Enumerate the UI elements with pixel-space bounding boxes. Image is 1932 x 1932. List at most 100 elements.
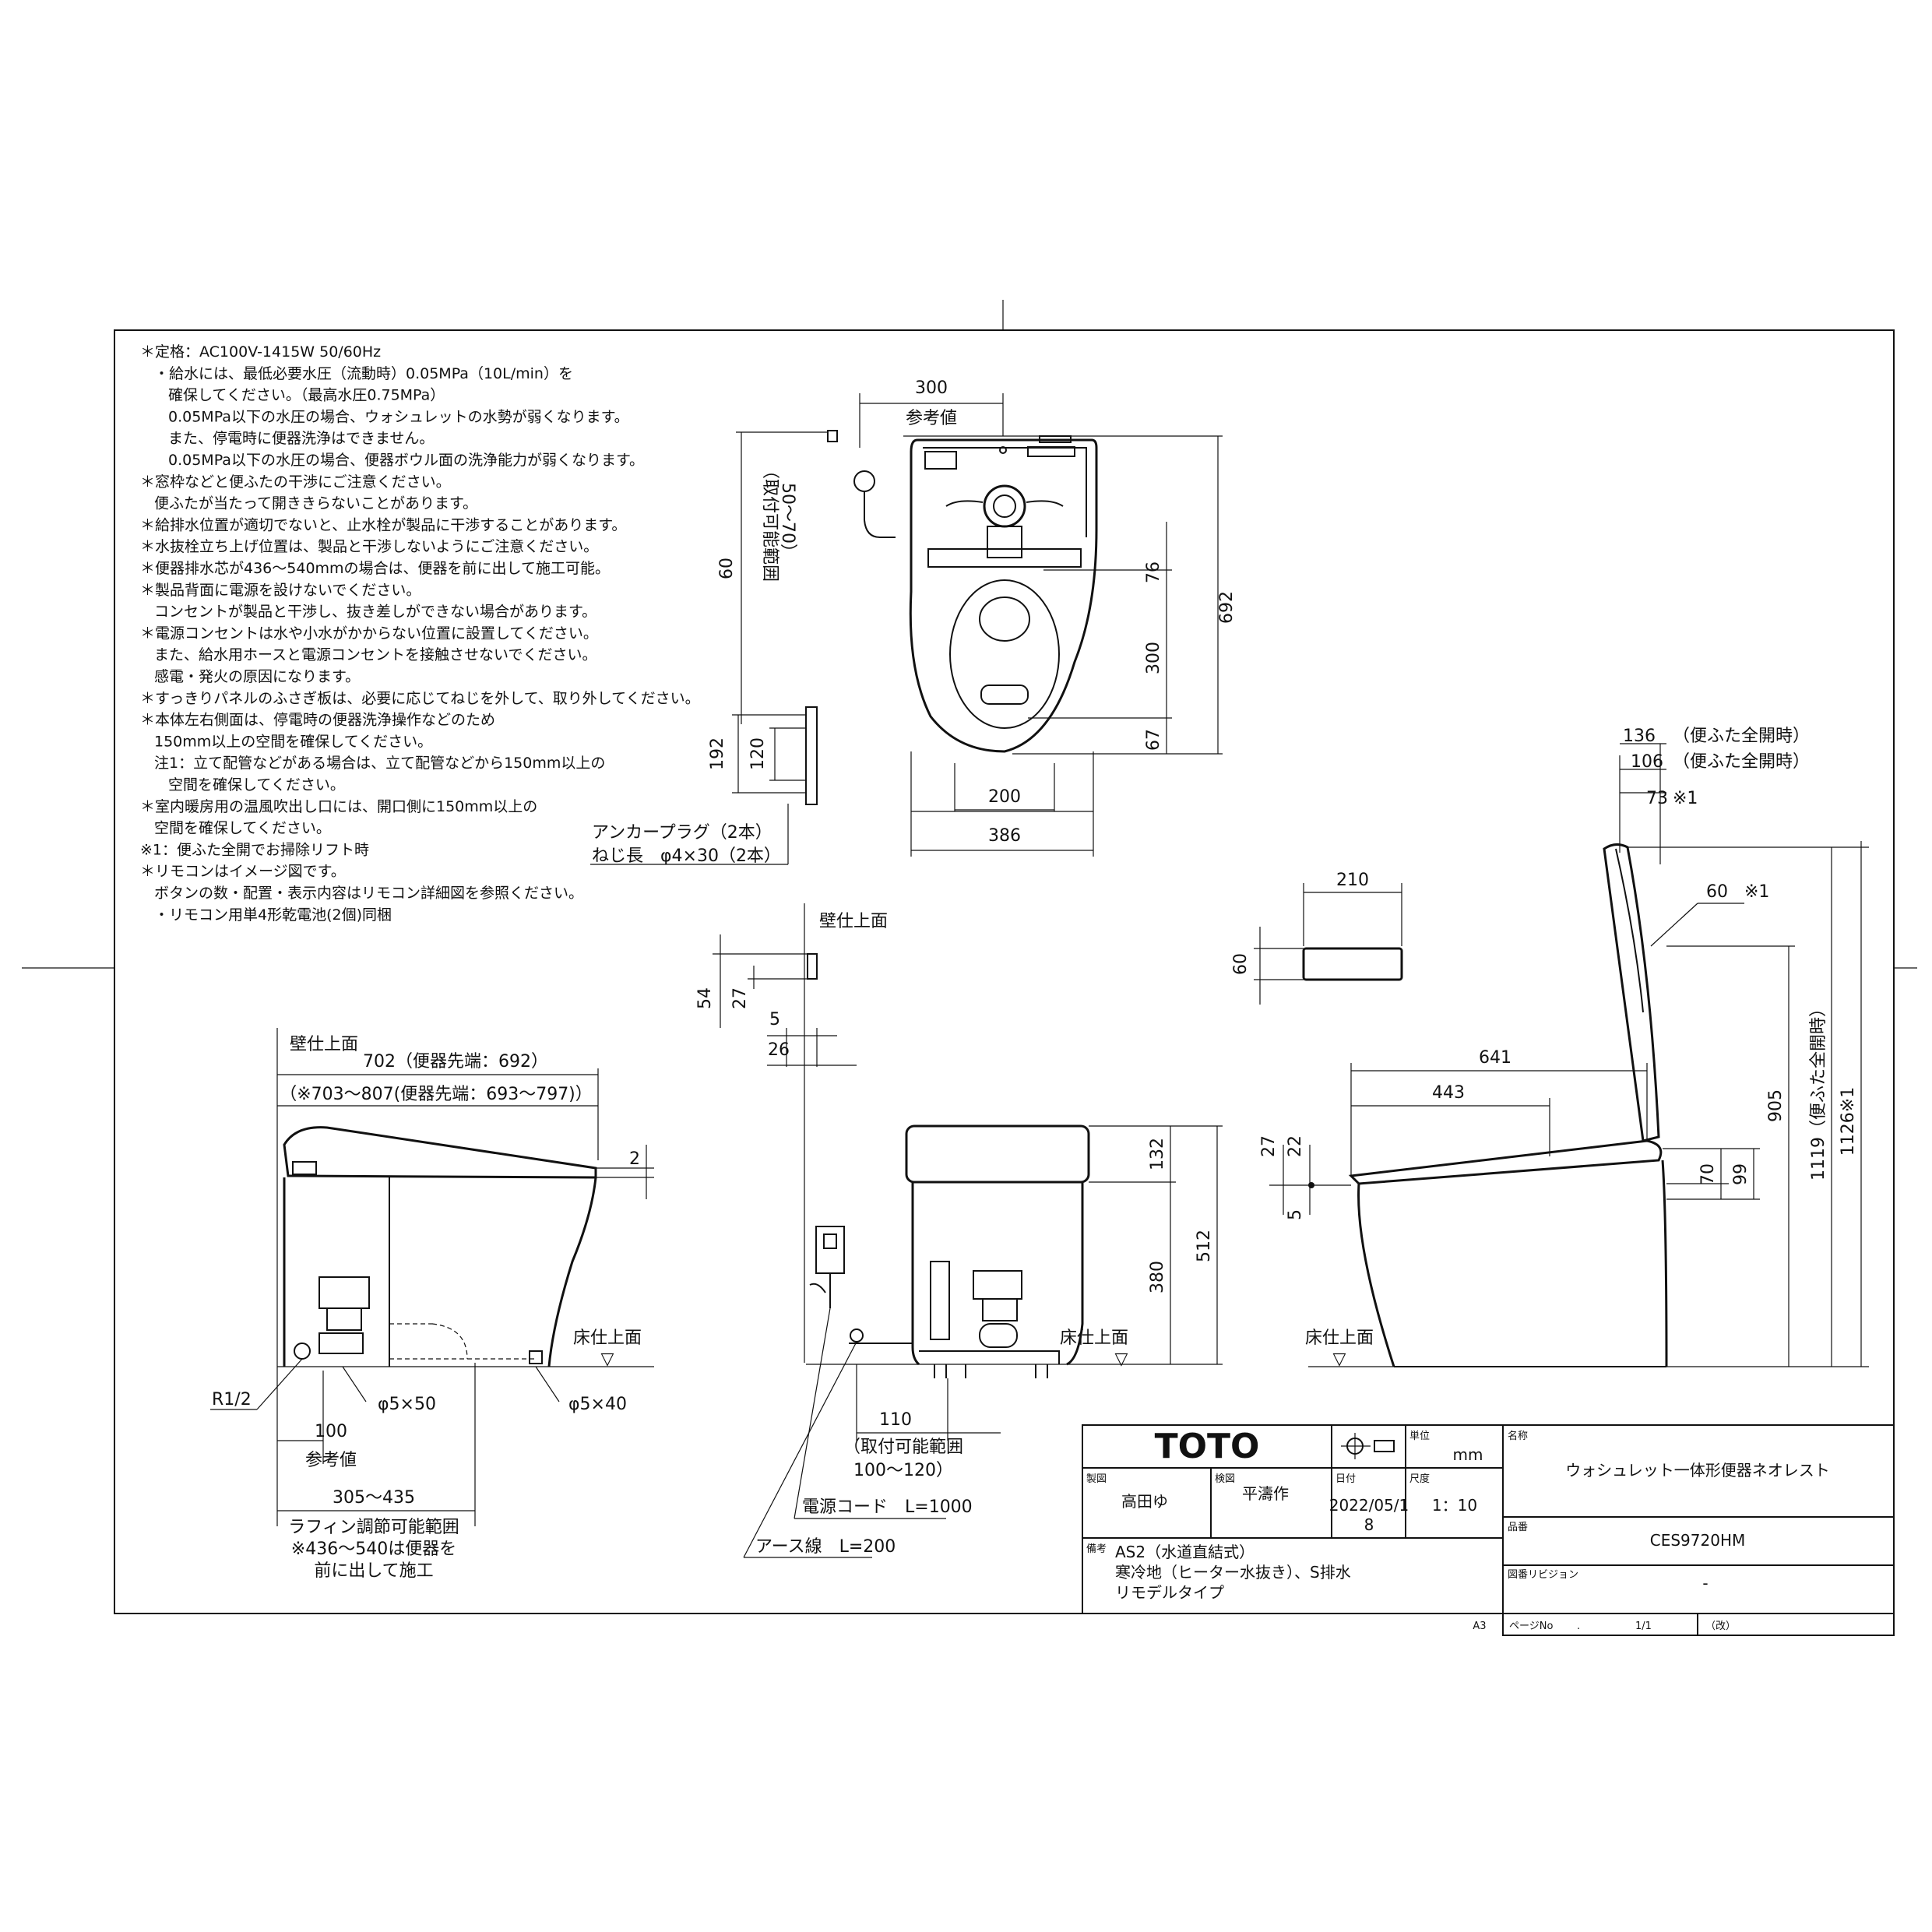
note-line: 確保してください。（最高水圧0.75MPa） — [168, 387, 445, 404]
rev-label: 図番リビジョン — [1508, 1569, 1578, 1581]
dim-386: 386 — [988, 826, 1021, 846]
note-line: 便ふたが当たって開ききらないことがあります。 — [154, 495, 477, 512]
dim-110: 110 — [879, 1410, 912, 1430]
dim-136-note: （便ふた全開時） — [1673, 727, 1810, 746]
dim-27-right: 27 — [1259, 1135, 1279, 1157]
date-label: 日付 — [1336, 1473, 1356, 1485]
note-line: ボタンの数・配置・表示内容はリモコン詳細図を参照ください。 — [154, 885, 583, 902]
remark-label: 備考 — [1086, 1543, 1107, 1555]
earth-label: アース線 L=200 — [755, 1537, 896, 1557]
dim-f-range: （取付可能範囲 — [843, 1438, 963, 1457]
floor-label-side: 床仕上面 — [573, 1328, 642, 1348]
dim-range2-top: 50～70） — [778, 483, 797, 561]
part-number: CES9720HM — [1650, 1531, 1746, 1550]
label-r12: R1/2 — [212, 1390, 252, 1409]
dim-70: 70 — [1698, 1163, 1718, 1185]
note-line: ＊便器排水芯が436～540mmの場合は、便器を前に出して施工可能。 — [140, 560, 610, 577]
label-phi40: φ5×40 — [568, 1395, 627, 1414]
rev-value: - — [1702, 1574, 1708, 1592]
dim-73-note: ※1 — [1673, 789, 1698, 808]
dim-ref-top: 参考値 — [906, 409, 957, 428]
sheet-border — [22, 300, 1917, 1614]
note-line: 空間を確保してください。 — [154, 820, 331, 837]
dim-2: 2 — [629, 1149, 640, 1169]
dim-73: 73 — [1646, 789, 1668, 808]
dim-1119: 1119（便ふた全開時） — [1809, 1000, 1828, 1181]
note-line: ＊製品背面に電源を設けないでください。 — [140, 582, 421, 599]
floor-label-front: 床仕上面 — [1060, 1328, 1128, 1348]
dim-5-front: 5 — [769, 1010, 780, 1029]
side-view: 壁仕上面 702（便器先端：692） （※703～807(便器先端：693～79… — [210, 1028, 654, 1581]
rough-label: ラフィン調節可能範囲 — [288, 1518, 459, 1537]
note-line: ＊室内暖房用の温風吹出し口には、開口側に150mm以上の — [140, 798, 537, 815]
note-line: 空間を確保してください。 — [168, 776, 345, 794]
remark-3: リモデルタイプ — [1115, 1583, 1224, 1602]
rough-label2: ※436～540は便器を — [291, 1540, 456, 1559]
dim-300b: 300 — [1144, 642, 1163, 674]
checked-by: 平濤作 — [1242, 1484, 1289, 1503]
note-line: ＊本体左右側面は、停電時の便器洗浄操作などのため — [140, 712, 495, 729]
note-line: ＊水抜栓立ち上げ位置は、製品と干渉しないようにご注意ください。 — [140, 538, 598, 555]
dim-67: 67 — [1144, 729, 1163, 751]
dim-54: 54 — [695, 987, 715, 1009]
dim-99: 99 — [1731, 1163, 1751, 1185]
dim-26: 26 — [768, 1040, 790, 1060]
date-value: 2022/05/1 — [1329, 1496, 1409, 1515]
dim-106-note: （便ふた全開時） — [1673, 752, 1810, 772]
dim-27: 27 — [730, 987, 750, 1009]
note-line: ・リモコン用単4形乾電池(2個)同梱 — [154, 906, 392, 924]
unit-label: 単位 — [1409, 1430, 1430, 1442]
dim-1126: 1126※1 — [1839, 1087, 1858, 1156]
scale-label: 尺度 — [1409, 1473, 1430, 1485]
dim-132: 132 — [1148, 1138, 1167, 1170]
dim-305: 305～435 — [333, 1488, 415, 1508]
page-number: 1/1 — [1635, 1621, 1652, 1632]
note-line: 0.05MPa以下の水圧の場合、ウォシュレットの水勢が弱くなります。 — [168, 408, 629, 425]
dim-512: 512 — [1195, 1230, 1214, 1262]
remote-view: 210 60 — [1231, 871, 1403, 1005]
note-line: ※1：便ふた全開でお掃除リフト時 — [140, 841, 369, 858]
dim-100: 100 — [315, 1422, 347, 1441]
dim-60-right-note: ※1 — [1744, 882, 1769, 902]
dim-443: 443 — [1432, 1083, 1465, 1103]
note-line: 150mm以上の空間を確保してください。 — [154, 733, 432, 750]
page-label: ページNo — [1509, 1621, 1553, 1632]
dim-range-top: （取付可能範囲 — [760, 462, 779, 582]
top-view: 300 参考値 60 （取付可能範囲 50～70） 692 76 300 67 … — [590, 378, 1237, 866]
screw-label: ねじ長 φ4×30（2本） — [592, 846, 781, 866]
remark-2: 寒冷地（ヒーター水抜き）、S排水 — [1115, 1563, 1351, 1582]
name-label: 名称 — [1508, 1430, 1528, 1442]
dim-106: 106 — [1631, 752, 1663, 772]
label-phi50: φ5×50 — [378, 1395, 436, 1414]
note-line: 0.05MPa以下の水圧の場合、便器ボウル面の洗浄能力が弱くなります。 — [168, 452, 644, 469]
dim-60-top: 60 — [717, 558, 737, 579]
dim-ref-side: 参考値 — [305, 1451, 357, 1470]
dim-5-right: 5 — [1286, 1209, 1305, 1220]
note-line: また、給水用ホースと電源コンセントを接触させないでください。 — [154, 646, 596, 663]
wall-label-front: 壁仕上面 — [819, 912, 888, 931]
note-line: ＊窓枠などと便ふたの干渉にご注意ください。 — [140, 473, 451, 491]
side-view-right: 床仕上面 ▽ 641 443 27 22 5 70 99 905 1119（便ふ… — [1259, 727, 1869, 1369]
dim-22: 22 — [1286, 1135, 1305, 1157]
dim-120: 120 — [748, 737, 768, 770]
note-line: ＊すっきりパネルのふさぎ板は、必要に応じてねじを外して、取り外してください。 — [140, 690, 700, 707]
dim-300-top: 300 — [915, 378, 948, 398]
scale-value: 1：10 — [1432, 1496, 1477, 1515]
product-name: ウォシュレット一体形便器ネオレスト — [1565, 1461, 1830, 1480]
power-cord-label: 電源コード L=1000 — [802, 1497, 973, 1517]
floor-label-right: 床仕上面 — [1305, 1328, 1374, 1348]
dim-60-right: 60 — [1706, 882, 1728, 902]
dim-192: 192 — [708, 737, 727, 770]
drawn-by: 高田ゆ — [1121, 1492, 1168, 1511]
note-line: コンセントが製品と干渉し、抜き差しができない場合があります。 — [154, 604, 596, 621]
remark-1: AS2（水道直結式） — [1115, 1543, 1255, 1561]
floor-mark-right: ▽ — [1333, 1350, 1346, 1369]
page-suffix: （改） — [1705, 1621, 1736, 1632]
note-line: 感電・発火の原因になります。 — [154, 668, 360, 685]
dim-380: 380 — [1148, 1261, 1167, 1293]
dim-remote-210: 210 — [1336, 871, 1369, 890]
part-label: 品番 — [1508, 1522, 1528, 1533]
note-line: ＊リモコンはイメージ図です。 — [140, 863, 346, 880]
dim-200: 200 — [988, 787, 1021, 807]
